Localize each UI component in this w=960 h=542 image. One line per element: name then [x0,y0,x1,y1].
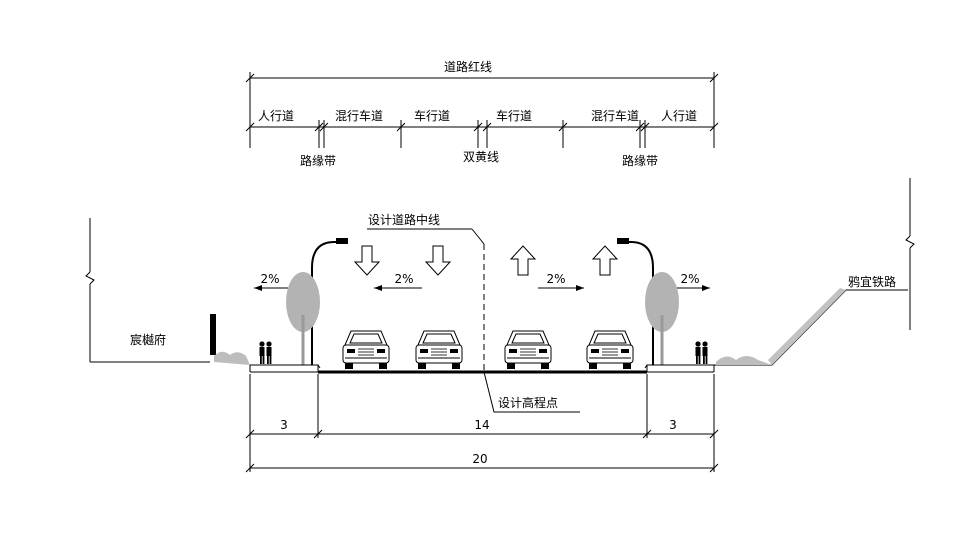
red-line-label: 道路红线 [444,59,492,74]
pedestrian-left-icon [259,341,272,364]
arrow-up-icon [591,245,619,276]
car-icon [415,330,463,369]
lane-mixed-left: 混行车道 [335,108,383,123]
street-lamp-right [617,238,654,365]
dim-left-sidewalk: 3 [280,418,288,432]
right-landmark-area: 鸦宜铁路 [714,178,915,366]
tree-right [645,272,679,365]
pedestrian-right-icon [695,341,708,364]
slope-sidewalk-right: 2% [680,272,699,286]
slope-labels: 2% 2% 2% 2% [254,272,710,291]
red-line-dimension: 道路红线 [245,59,719,148]
right-landmark-label: 鸦宜铁路 [848,274,896,289]
lane-car-right: 车行道 [496,108,532,123]
curb-strip-right-label: 路缘带 [622,153,658,168]
centerline-label: 设计道路中线 [368,212,440,227]
dim-total: 20 [472,452,487,466]
lane-sidewalk-right: 人行道 [661,109,697,123]
car-icon [586,330,634,369]
arrow-up-icon [509,245,537,276]
design-elevation-point: 设计高程点 [483,371,580,413]
double-yellow-label: 双黄线 [463,150,499,164]
lane-mixed-right: 混行车道 [591,108,639,123]
street-lamp-left [311,238,348,365]
slope-carriageway-right: 2% [546,272,565,286]
design-centerline: 设计道路中线 [367,212,485,372]
bottom-dimensions: 3 14 3 20 [245,374,719,473]
dim-carriageway: 14 [474,418,489,432]
curb-strip-left-label: 路缘带 [300,153,336,168]
left-landmark-area: 宸樾府 [85,218,250,365]
slope-sidewalk-left: 2% [260,272,279,286]
lane-car-left: 车行道 [414,108,450,123]
car-icon [342,330,390,369]
traffic-arrows [353,245,619,276]
arrow-down-icon [353,245,381,276]
car-icon [504,330,552,369]
slope-carriageway-left: 2% [394,272,413,286]
dim-right-sidewalk: 3 [669,418,677,432]
left-landmark-label: 宸樾府 [130,332,166,347]
lane-dimension-row: 人行道 混行车道 车行道 车行道 混行车道 人行道 路缘带 双黄线 路缘带 [245,108,719,168]
road-surface [249,364,715,374]
arrow-down-icon [424,245,452,276]
tree-left [286,272,320,365]
elevation-label: 设计高程点 [498,395,558,410]
lane-sidewalk-left: 人行道 [258,109,294,123]
